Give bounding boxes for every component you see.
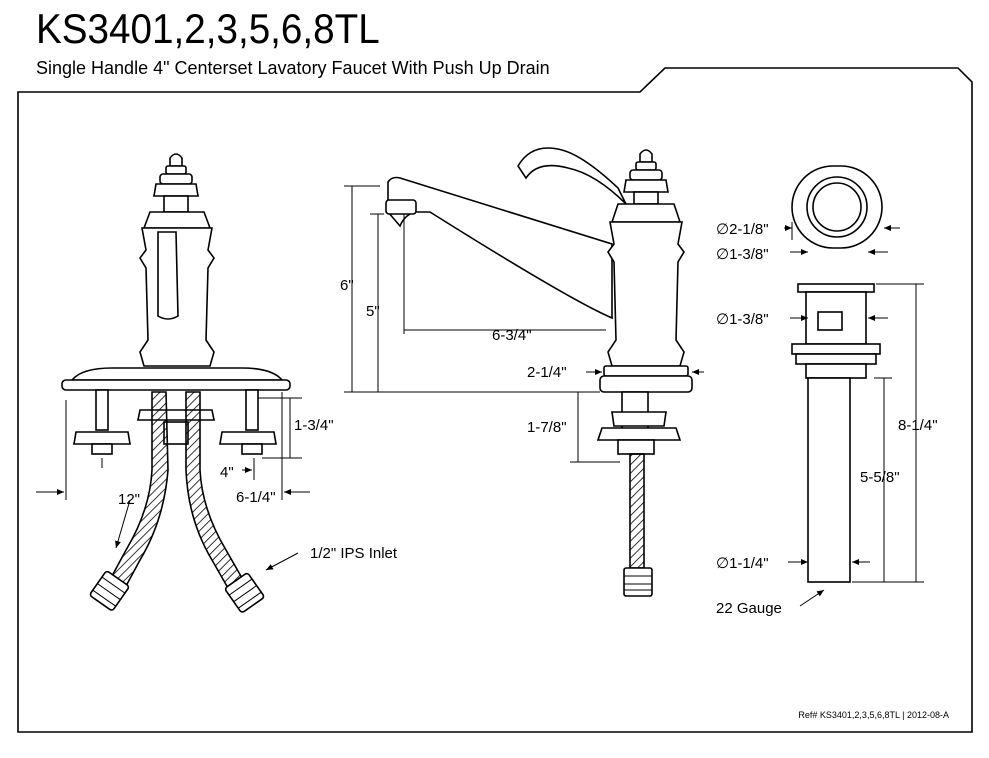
dim-2-1-4: 2-1/4": [527, 364, 567, 381]
inlet-label: 1/2" IPS Inlet: [310, 545, 398, 562]
dim-dia-1-1-4: ∅1-1/4": [716, 555, 769, 572]
dim-6-1-4: 6-1/4": [236, 489, 276, 506]
dim-1-7-8: 1-7/8": [527, 419, 567, 436]
dim-1-3-4: 1-3/4": [294, 417, 334, 434]
dim-dia-1-3-8-body: ∅1-3/8": [716, 311, 769, 328]
reference-code: Ref# KS3401,2,3,5,6,8TL | 2012-08-A: [798, 710, 949, 720]
drain-dimensions: [784, 222, 924, 607]
gauge-label: 22 Gauge: [716, 600, 782, 617]
front-view-faucet: [61, 153, 291, 613]
drain-side-view: [791, 283, 881, 583]
dim-4: 4": [220, 464, 234, 481]
page-frame: [17, 67, 973, 733]
dim-5-5-8: 5-5/8": [860, 469, 900, 486]
dim-8-1-4: 8-1/4": [898, 417, 938, 434]
dim-6: 6": [340, 277, 354, 294]
dim-5: 5": [366, 303, 380, 320]
dim-dia-1-3-8-top: ∅1-3/8": [716, 246, 769, 263]
dim-12: 12": [118, 491, 140, 508]
front-view-dimensions: [36, 392, 310, 571]
side-view-faucet: [385, 147, 693, 597]
side-view-dimensions: [344, 185, 704, 463]
model-title: KS3401,2,3,5,6,8TL: [36, 5, 380, 52]
drain-top-view: [791, 165, 883, 249]
dim-6-3-4: 6-3/4": [492, 327, 532, 344]
dim-dia-2-1-8: ∅2-1/8": [716, 221, 769, 238]
product-subtitle: Single Handle 4" Centerset Lavatory Fauc…: [36, 58, 550, 78]
